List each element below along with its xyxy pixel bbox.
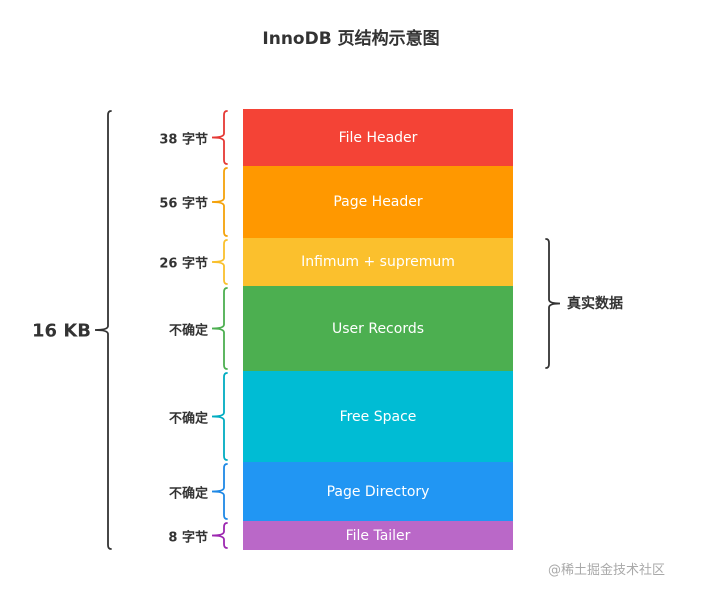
brace-user-records — [211, 287, 228, 370]
brace-page-directory — [211, 463, 228, 520]
segment-label: Page Header — [333, 194, 423, 210]
size-label-file-header: 38 字节 — [159, 132, 208, 147]
brace-file-header — [211, 110, 228, 165]
segment-label: Free Space — [339, 408, 417, 425]
size-label-infimum-supremum: 26 字节 — [159, 256, 208, 272]
segment-infimum-supremum: Infimum + supremum — [243, 238, 513, 286]
segment-label: Page Directory — [326, 483, 430, 500]
segment-free-space: Free Space — [243, 371, 513, 462]
size-label-free-space: 不确定 — [168, 411, 208, 426]
diagram-title: InnoDB 页结构示意图 — [262, 29, 440, 49]
segment-page-header: Page Header — [243, 166, 513, 238]
segment-label: File Tailer — [345, 527, 411, 544]
watermark: @稀土掘金技术社区 — [548, 563, 666, 578]
brace-file-tailer — [211, 522, 228, 549]
segment-file-tailer: File Tailer — [243, 521, 513, 550]
brace-infimum-supremum — [211, 239, 228, 285]
size-label-file-tailer: 8 字节 — [168, 530, 208, 545]
brace-free-space — [211, 372, 228, 461]
real-data-label: 真实数据 — [567, 296, 623, 312]
segment-page-directory: Page Directory — [243, 462, 513, 521]
size-label-user-records: 不确定 — [168, 323, 208, 338]
real-data-brace — [545, 238, 561, 369]
brace-page-header — [211, 167, 228, 237]
segment-label: User Records — [331, 320, 425, 337]
total-brace — [94, 110, 112, 550]
total-size-label: 16 KB — [32, 320, 91, 342]
segment-file-header: File Header — [243, 109, 513, 166]
size-label-page-header: 56 字节 — [159, 196, 208, 212]
size-label-page-directory: 不确定 — [168, 486, 208, 501]
segment-label: File Header — [338, 129, 418, 146]
segment-user-records: User Records — [243, 286, 513, 371]
segment-label: Infimum + supremum — [301, 254, 455, 270]
